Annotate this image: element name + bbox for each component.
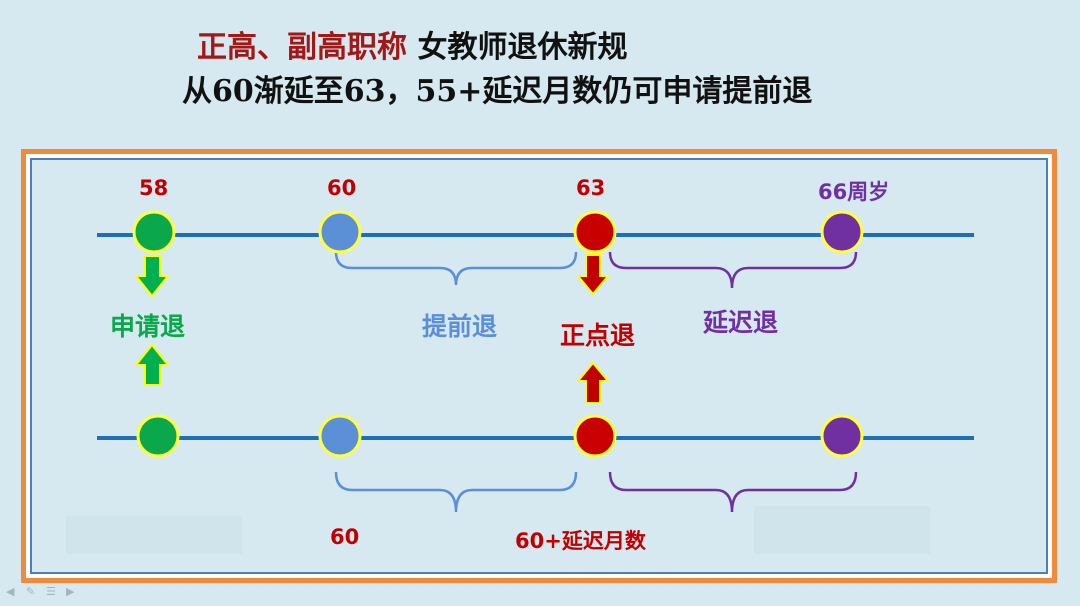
delayed-retire-bracket (608, 251, 858, 289)
title-accent: 正高、副高职称 (197, 30, 407, 65)
pen-icon[interactable]: ✎ (26, 585, 36, 598)
red-down-arrow (575, 254, 611, 296)
node-bottom-red (573, 414, 617, 458)
early-retire-bracket (334, 251, 578, 286)
green-up-arrow (133, 343, 171, 386)
title-line-1: 正高、副高职称 女教师退休新规 (197, 22, 627, 66)
faint-box-left (66, 516, 242, 554)
bottom-label-60: 60 (330, 525, 360, 549)
age-label-66: 66周岁 (818, 180, 890, 204)
slide-title: 正高、副高职称 女教师退休新规 从60渐延至63，55+延迟月数仍可申请提前退 (0, 0, 1080, 120)
node-top-60 (318, 210, 362, 254)
node-bottom-green (136, 414, 180, 458)
age-label-58: 58 (139, 176, 169, 200)
next-icon[interactable]: ▶ (66, 585, 75, 598)
red-up-arrow (575, 361, 611, 404)
label-early-retire: 提前退 (422, 312, 498, 341)
node-top-63 (573, 210, 617, 254)
node-bottom-blue (318, 414, 362, 458)
node-bottom-purple (820, 414, 864, 458)
slide-controls: ◀ ✎ ☰ ▶ (6, 586, 80, 602)
prev-icon[interactable]: ◀ (6, 585, 15, 598)
node-top-66 (820, 210, 864, 254)
bottom-right-bracket (608, 471, 858, 513)
title-rest: 女教师退休新规 (407, 30, 628, 65)
faint-box-right (754, 506, 930, 554)
menu-icon[interactable]: ☰ (46, 585, 56, 598)
label-apply-retire: 申请退 (110, 312, 186, 341)
bottom-left-bracket (334, 471, 578, 513)
title-line-2: 从60渐延至63，55+延迟月数仍可申请提前退 (182, 74, 813, 109)
label-on-time-retire: 正点退 (560, 321, 636, 350)
node-top-58 (132, 210, 176, 254)
age-label-63: 63 (576, 176, 606, 200)
green-down-arrow (133, 255, 171, 298)
label-delayed-retire: 延迟退 (703, 308, 779, 337)
diagram-frame-inner (30, 158, 1048, 574)
age-label-60: 60 (327, 176, 357, 200)
bottom-label-60-plus-delay: 60+延迟月数 (515, 529, 646, 553)
